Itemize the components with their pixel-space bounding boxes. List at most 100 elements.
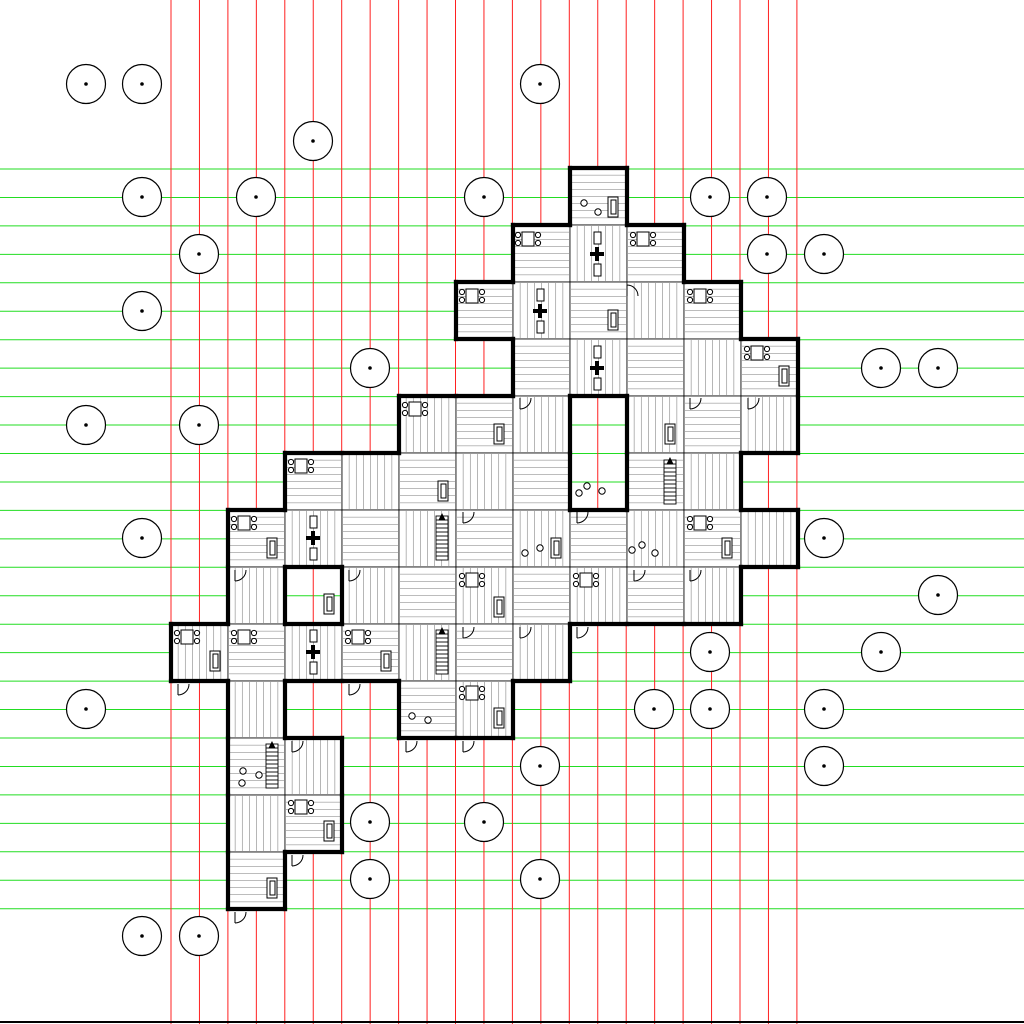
sofa-icon [493, 423, 505, 445]
tree-circle-icon [689, 176, 731, 218]
tree-circle-icon [917, 574, 959, 616]
sofa-icon [209, 650, 221, 672]
desk-with-chairs-icon [344, 629, 372, 645]
tree-circle-icon [121, 915, 163, 957]
floor-cell [569, 509, 628, 568]
floor-hatch [628, 573, 683, 618]
sofa-icon [323, 820, 335, 842]
floor-hatch [690, 454, 735, 509]
floor-cell [512, 623, 571, 682]
floor-cell [398, 680, 457, 739]
floor-cell [740, 509, 799, 568]
floor-hatch [571, 288, 626, 333]
sofa-icon [664, 423, 676, 445]
door-swing-icon [689, 397, 702, 410]
tree-circle-icon [803, 517, 845, 559]
tree-circle-icon [917, 347, 959, 389]
stair-icon [663, 456, 677, 505]
stair-icon [265, 740, 279, 789]
cross-marker-icon [533, 288, 547, 334]
stair-icon [435, 512, 449, 561]
floor-hatch [747, 511, 792, 566]
tree-circle-icon [121, 63, 163, 105]
tree-circle-icon [65, 404, 107, 446]
tree-circle-icon [235, 176, 277, 218]
tree-circle-icon [463, 801, 505, 843]
tree-circle-icon [803, 688, 845, 730]
sofa-icon [493, 707, 505, 729]
tree-circle-icon [689, 688, 731, 730]
tree-circle-icon [121, 176, 163, 218]
floor-hatch [457, 630, 512, 675]
cross-marker-icon [590, 345, 604, 391]
cross-marker-icon [306, 629, 320, 675]
floor-hatch [348, 454, 393, 509]
tree-circle-icon [178, 915, 220, 957]
sofa-icon [607, 196, 619, 218]
floor-hatch [514, 573, 569, 618]
floor-cell [626, 566, 685, 625]
sofa-icon [323, 593, 335, 615]
floor-cell [683, 566, 742, 625]
desk-with-chairs-icon [230, 629, 258, 645]
floor-cell [341, 566, 400, 625]
desk-with-chairs-icon [287, 458, 315, 474]
desk-with-chairs-icon [514, 231, 542, 247]
sofa-icon [437, 480, 449, 502]
floor-hatch [400, 573, 455, 618]
desk-with-chairs-icon [458, 572, 486, 588]
floor-hatch [571, 516, 626, 561]
floor-hatch [229, 516, 284, 561]
tree-circle-icon [803, 233, 845, 275]
sofa-icon [721, 537, 733, 559]
floor-cell [341, 452, 400, 511]
sofa-icon [266, 537, 278, 559]
desk-with-chairs-icon [230, 515, 258, 531]
desk-with-chairs-icon [401, 401, 429, 417]
door-swing-icon [348, 569, 361, 582]
door-swing-icon [747, 397, 760, 410]
door-swing-icon [291, 854, 304, 867]
sofa-icon [380, 650, 392, 672]
tree-circle-icon [803, 745, 845, 787]
floor-hatch [519, 511, 564, 566]
tree-circle-icon [349, 347, 391, 389]
sofa-icon [607, 309, 619, 331]
door-swing-icon [519, 626, 532, 639]
floor-cell [455, 623, 514, 682]
sofa-icon [778, 365, 790, 387]
tree-circle-icon [65, 63, 107, 105]
floor-cell [227, 680, 286, 739]
tree-circle-icon [178, 404, 220, 446]
door-swing-icon [405, 740, 418, 753]
sofa-icon [493, 596, 505, 618]
door-swing-icon [576, 511, 589, 524]
floor-hatch [633, 283, 678, 338]
tree-circle-icon [746, 176, 788, 218]
exterior-walls [168, 165, 801, 912]
floor-cell [626, 338, 685, 397]
floor-hatch [234, 682, 279, 737]
floor-cell [740, 395, 799, 454]
desk-with-chairs-icon [686, 288, 714, 304]
tree-circle-icon [463, 176, 505, 218]
cross-marker-icon [590, 231, 604, 277]
desk-with-chairs-icon [458, 685, 486, 701]
tree-circle-icon [860, 347, 902, 389]
floor-hatch [462, 454, 507, 509]
door-swing-icon [626, 284, 639, 297]
floor-hatch [519, 625, 564, 680]
floor-hatch [633, 511, 678, 566]
floor-hatch [685, 402, 740, 447]
floor-cell [512, 452, 571, 511]
door-swing-icon [177, 683, 190, 696]
round-stool-icon [238, 199, 659, 787]
tree-circle-icon [121, 517, 163, 559]
floor-hatch [690, 340, 735, 395]
stair-icon [435, 626, 449, 675]
floor-cell [284, 737, 343, 796]
floor-cell [512, 395, 571, 454]
floor-cell [626, 509, 685, 568]
floor-hatch [400, 687, 455, 732]
